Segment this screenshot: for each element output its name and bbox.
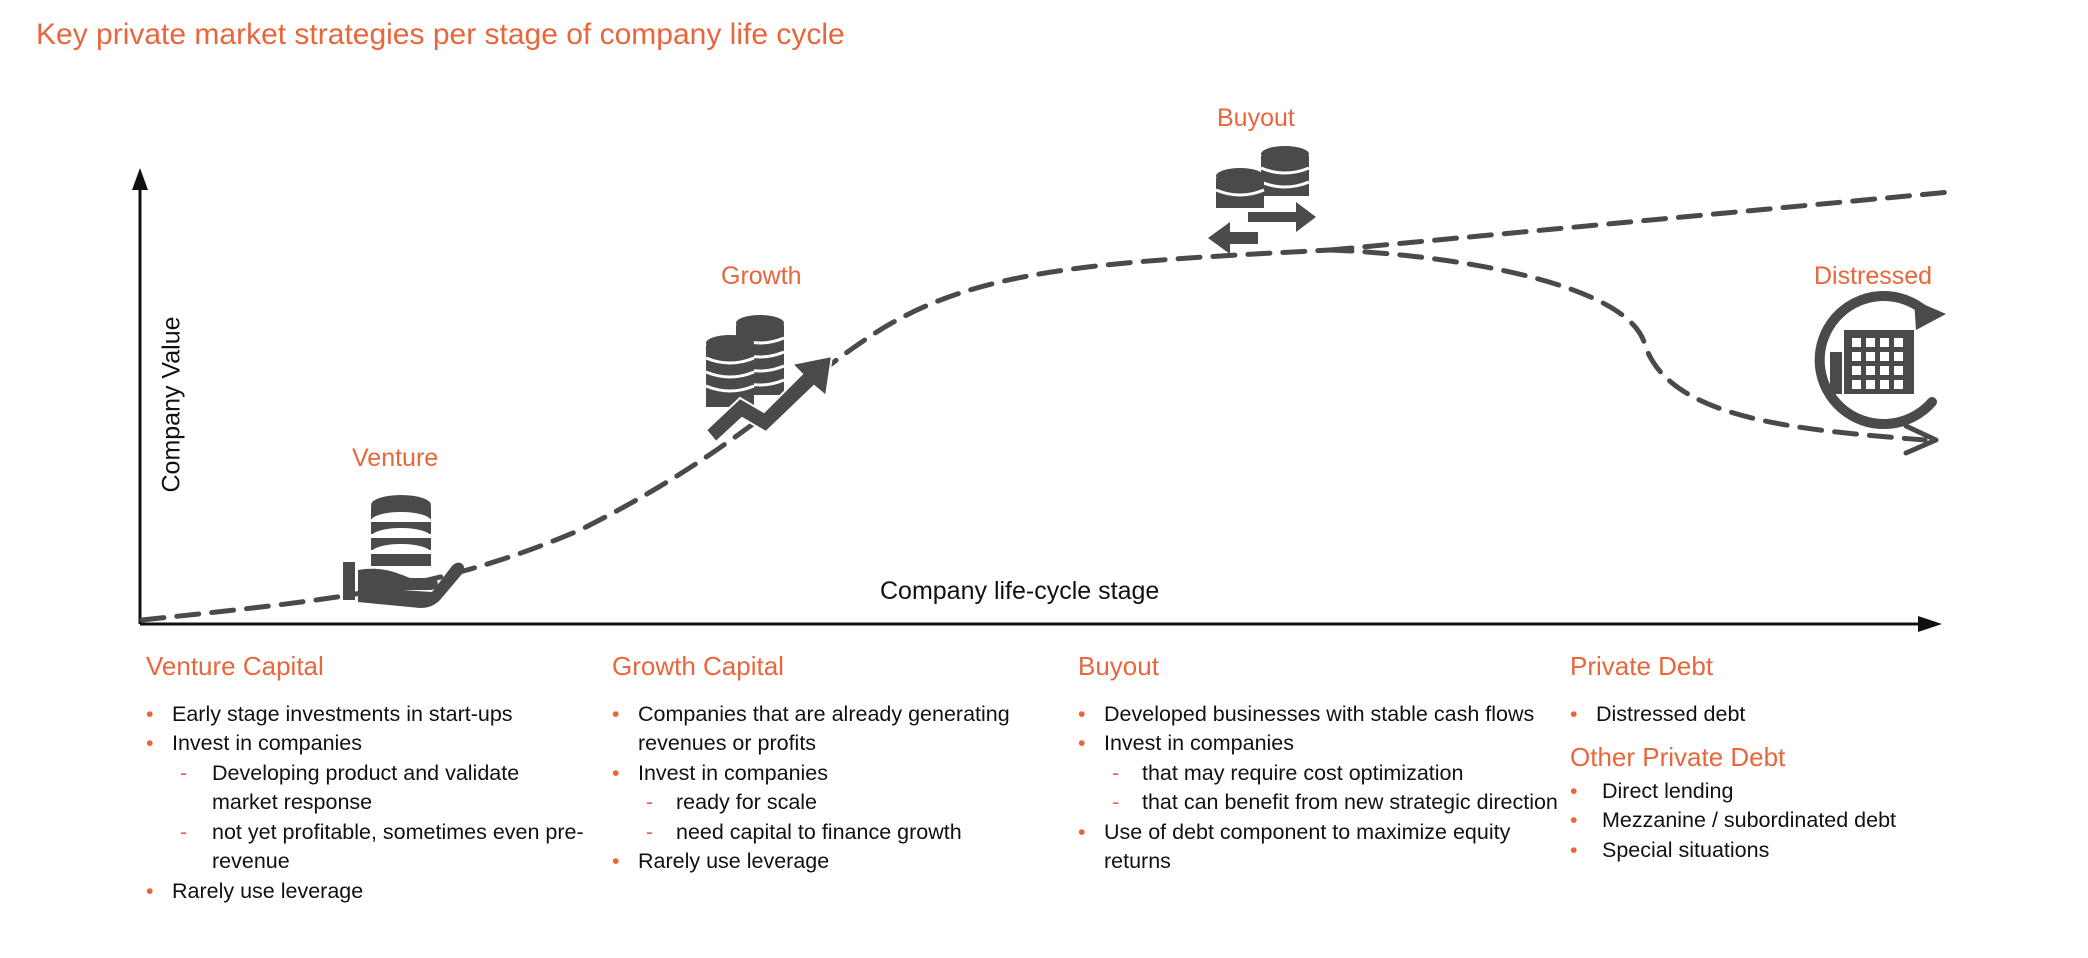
- list-item: Use of debt component to maximize equity…: [1078, 818, 1558, 877]
- list-item: Developing product and validate market r…: [146, 759, 586, 818]
- list-item: ready for scale: [612, 788, 1052, 818]
- column-growth-capital: Growth Capital Companies that are alread…: [612, 651, 1052, 877]
- coins-exchange-arrows-icon: [1208, 146, 1316, 254]
- stage-label-venture: Venture: [352, 444, 439, 472]
- bullet-list: Developed businesses with stable cash fl…: [1078, 700, 1558, 877]
- page-title: Key private market strategies per stage …: [36, 18, 845, 51]
- mature-growth-line: [1327, 189, 1953, 253]
- building-restructure-icon: [1814, 291, 1946, 429]
- lifecycle-curve: [139, 247, 1333, 623]
- list-item: Invest in companies: [1078, 729, 1558, 759]
- distressed-decline-line: [1327, 247, 1928, 443]
- column-heading: Venture Capital: [146, 651, 324, 681]
- hand-coins-icon: [343, 495, 465, 608]
- bullet-list: Companies that are already generating re…: [612, 700, 1052, 877]
- bullet-list: Distressed debt: [1570, 700, 2030, 730]
- list-item: Developed businesses with stable cash fl…: [1078, 700, 1558, 730]
- column-subheading: Other Private Debt: [1570, 742, 1786, 772]
- bullet-list: Direct lending Mezzanine / subordinated …: [1570, 777, 2030, 866]
- x-axis: [140, 616, 1942, 632]
- list-item: that can benefit from new strategic dire…: [1078, 788, 1558, 818]
- distressed-arrow-head-icon: [1903, 423, 1939, 456]
- list-item: Direct lending: [1570, 777, 2030, 807]
- column-heading: Buyout: [1078, 651, 1159, 681]
- list-item: Invest in companies: [612, 759, 1052, 789]
- column-heading: Growth Capital: [612, 651, 784, 681]
- column-heading: Private Debt: [1570, 651, 1714, 681]
- list-item: that may require cost optimization: [1078, 759, 1558, 789]
- stage-label-buyout: Buyout: [1217, 104, 1295, 132]
- y-axis: [132, 168, 148, 624]
- list-item: Early stage investments in start-ups: [146, 700, 586, 730]
- list-item: Mezzanine / subordinated debt: [1570, 806, 2030, 836]
- list-item: Rarely use leverage: [146, 877, 586, 907]
- stage-label-growth: Growth: [721, 262, 802, 290]
- column-buyout: Buyout Developed businesses with stable …: [1078, 651, 1558, 877]
- column-venture-capital: Venture Capital Early stage investments …: [146, 651, 586, 907]
- list-item: need capital to finance growth: [612, 818, 1052, 848]
- list-item: Companies that are already generating re…: [612, 700, 1052, 759]
- column-private-debt: Private Debt Distressed debt Other Priva…: [1570, 651, 2030, 866]
- list-item: Special situations: [1570, 836, 2030, 866]
- list-item: Rarely use leverage: [612, 847, 1052, 877]
- x-axis-label: Company life-cycle stage: [880, 577, 1160, 605]
- list-item: Invest in companies: [146, 729, 586, 759]
- stage-label-distressed: Distressed: [1814, 262, 1933, 290]
- list-item: Distressed debt: [1570, 700, 2030, 730]
- coins-growth-arrow-icon: [704, 315, 834, 444]
- list-item: not yet profitable, sometimes even pre-r…: [146, 818, 586, 877]
- bullet-list: Early stage investments in start-ups Inv…: [146, 700, 586, 907]
